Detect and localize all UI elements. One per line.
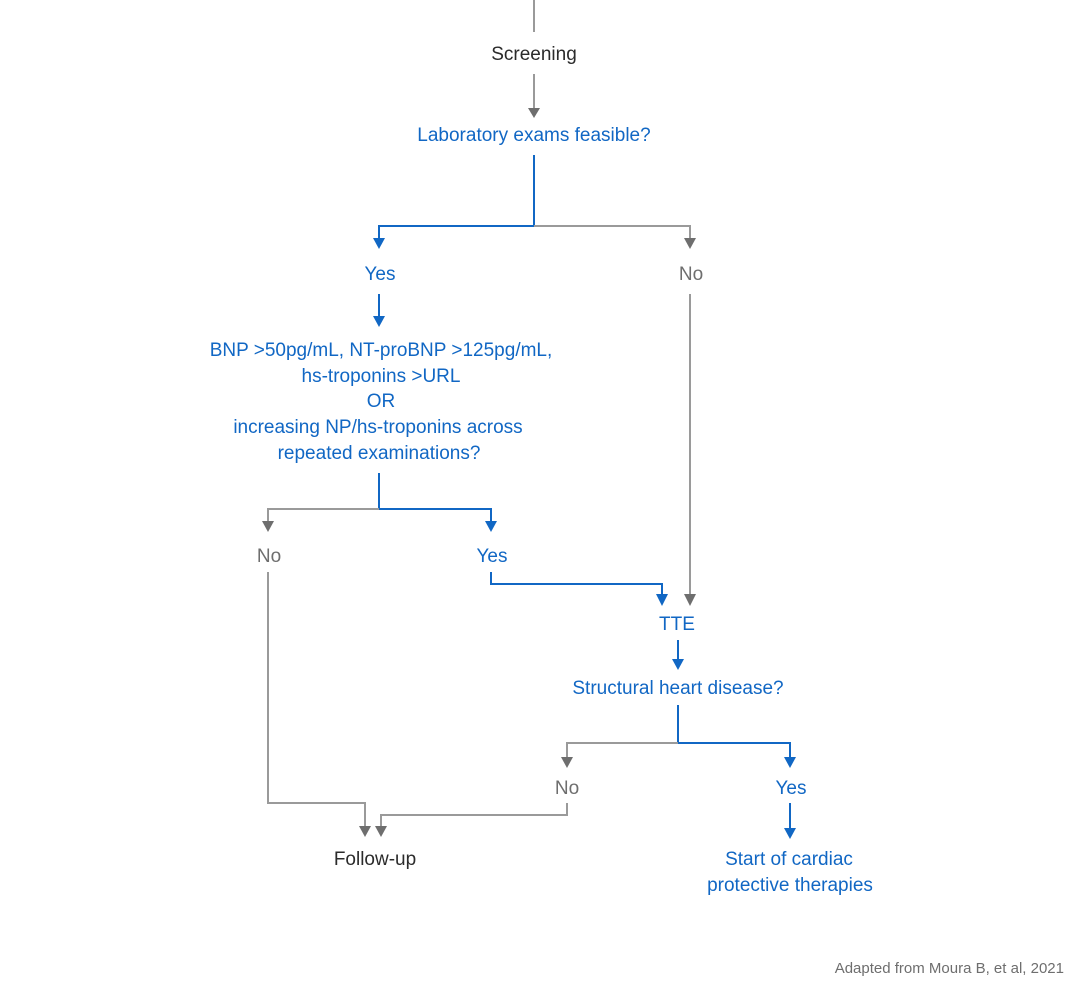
node-bio-no: No	[257, 546, 281, 567]
node-bio-yes: Yes	[477, 546, 508, 567]
node-biomarker-line-4: increasing NP/hs-troponins across	[233, 417, 522, 438]
bio-yes-line	[378, 473, 492, 521]
arrow-down-icon	[485, 521, 497, 532]
arrow-down-icon	[373, 316, 385, 327]
node-biomarker-line-1: BNP >50pg/mL, NT-proBNP >125pg/mL,	[210, 340, 553, 361]
arrow-down-icon	[262, 521, 274, 532]
lab-yes-line	[378, 155, 535, 238]
bio-no-line	[267, 508, 379, 521]
node-struct-no: No	[555, 778, 579, 799]
struct-no-to-followup-line	[380, 803, 568, 826]
node-lab-no: No	[679, 264, 703, 285]
arrow-down-icon	[528, 108, 540, 118]
bio-yes-to-tte-line	[490, 572, 663, 594]
node-lab-feasible: Laboratory exams feasible?	[417, 125, 650, 146]
node-lab-yes: Yes	[365, 264, 396, 285]
arrow-down-icon	[656, 594, 668, 606]
struct-yes-line	[677, 705, 791, 757]
arrow-down-icon	[373, 238, 385, 249]
arrow-down-icon	[561, 757, 573, 768]
arrow-down-icon	[784, 757, 796, 768]
node-therapies-line-2: protective therapies	[707, 875, 873, 896]
arrow-down-icon	[375, 826, 387, 837]
node-biomarker-line-2: hs-troponins >URL	[302, 366, 461, 387]
arrow-down-icon	[672, 659, 684, 670]
labels: Screening Laboratory exams feasible? Yes…	[210, 44, 1064, 977]
arrow-down-icon	[359, 826, 371, 837]
node-biomarker-line-5: repeated examinations?	[278, 443, 481, 464]
node-screening: Screening	[491, 44, 577, 65]
lab-no-line	[534, 225, 691, 238]
source-citation: Adapted from Moura B, et al, 2021	[835, 960, 1064, 977]
node-biomarker-line-3: OR	[367, 391, 396, 412]
arrow-down-icon	[784, 828, 796, 839]
node-follow-up: Follow-up	[334, 849, 416, 870]
struct-no-line	[566, 742, 678, 757]
arrow-down-icon	[684, 238, 696, 249]
connectors	[262, 0, 796, 839]
node-tte: TTE	[659, 614, 695, 635]
bio-no-to-followup-line	[267, 572, 366, 826]
node-structural: Structural heart disease?	[572, 678, 783, 699]
node-therapies-line-1: Start of cardiac	[725, 849, 853, 870]
node-struct-yes: Yes	[776, 778, 807, 799]
arrow-down-icon	[684, 594, 696, 606]
